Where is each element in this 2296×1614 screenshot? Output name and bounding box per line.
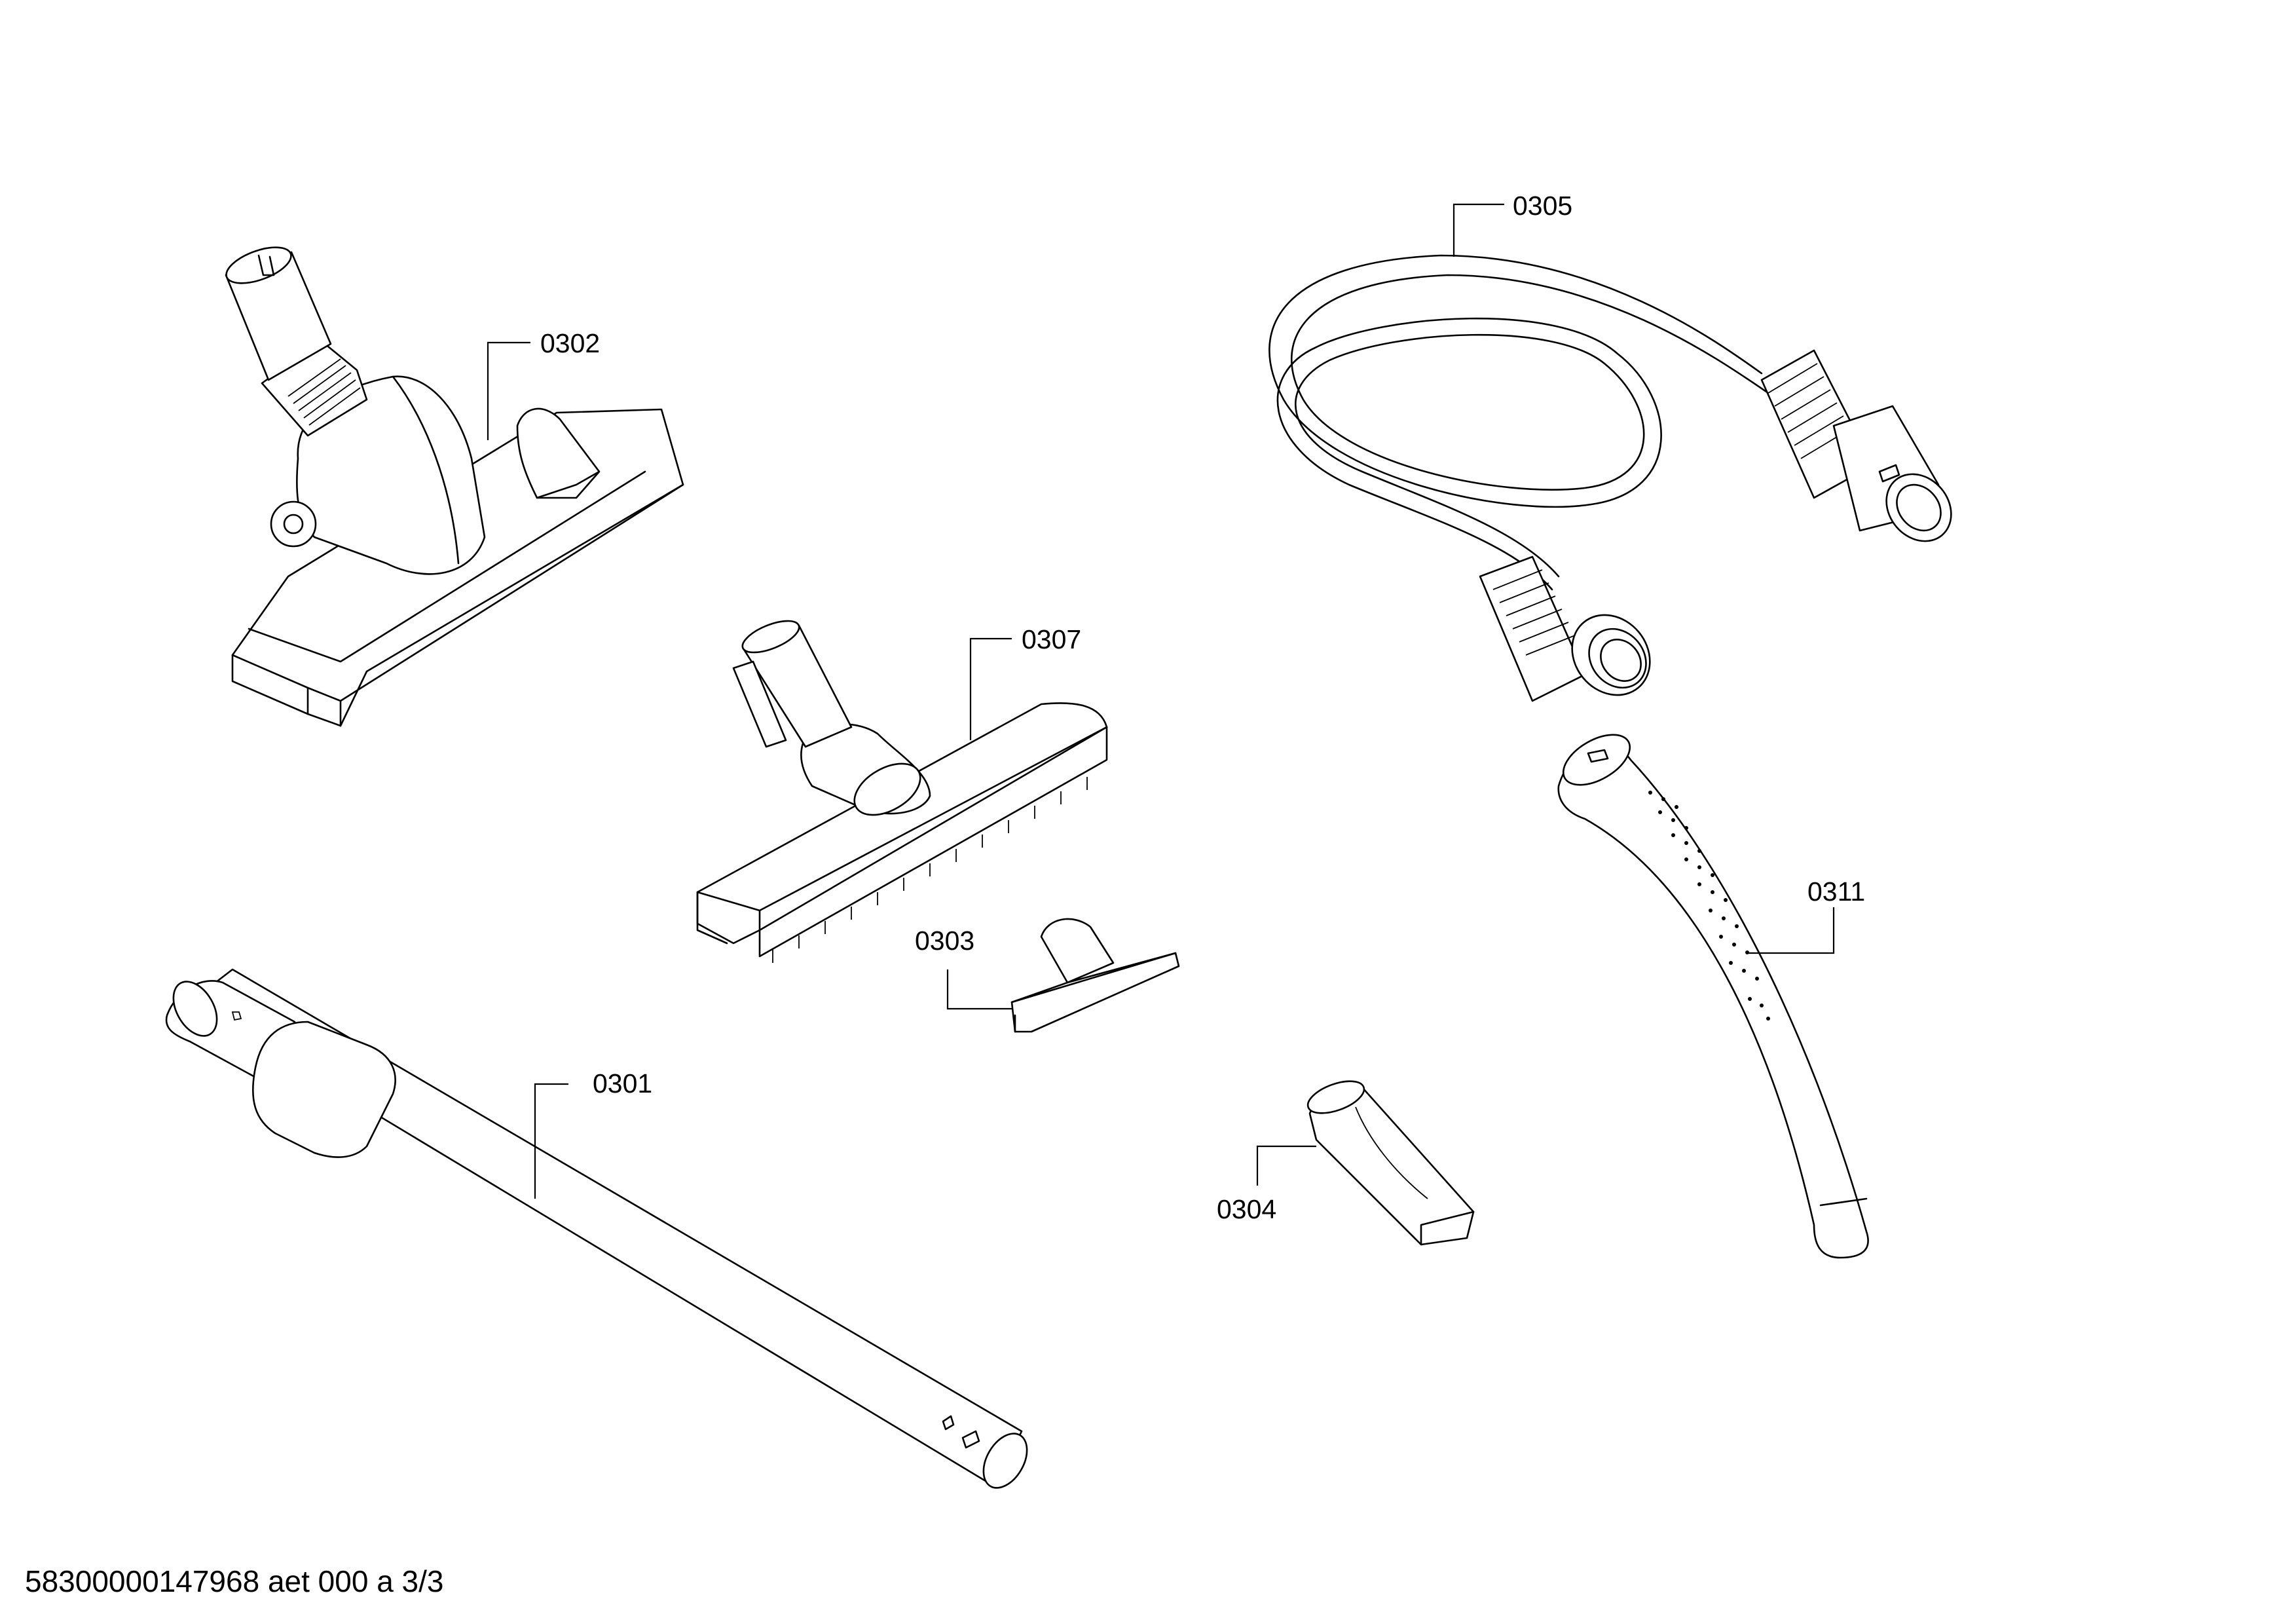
part-0307-parquet-nozzle[interactable] <box>696 614 1108 963</box>
label-0303: 0303 <box>915 926 974 956</box>
part-0304-crevice-tool[interactable] <box>1304 1075 1475 1246</box>
part-0311-handle[interactable] <box>1555 724 1869 1259</box>
label-0311: 0311 <box>1807 876 1865 907</box>
part-0302-floor-nozzle[interactable] <box>222 240 684 727</box>
label-0305: 0305 <box>1513 191 1572 221</box>
label-0302: 0302 <box>540 328 600 358</box>
grip-dots <box>1648 791 1770 1021</box>
part-0305-suction-hose[interactable] <box>1268 254 1964 711</box>
leader-0305 <box>1453 203 1504 257</box>
leader-0302 <box>487 341 530 440</box>
part-0301-telescopic-tube[interactable] <box>164 968 1035 1495</box>
label-0301: 0301 <box>593 1068 652 1098</box>
bristle-row <box>772 777 1088 963</box>
leader-0304 <box>1256 1145 1316 1186</box>
document-reference: 58300000147968 aet 000 a 3/3 <box>25 1564 444 1598</box>
part-0303-upholstery-nozzle[interactable] <box>1010 918 1180 1033</box>
leader-0311 <box>1749 907 1835 954</box>
leader-0307 <box>969 637 1012 740</box>
leader-0303 <box>946 969 1012 1010</box>
label-0307: 0307 <box>1022 624 1081 654</box>
label-0304: 0304 <box>1217 1194 1276 1224</box>
leader-0301 <box>534 1083 568 1199</box>
